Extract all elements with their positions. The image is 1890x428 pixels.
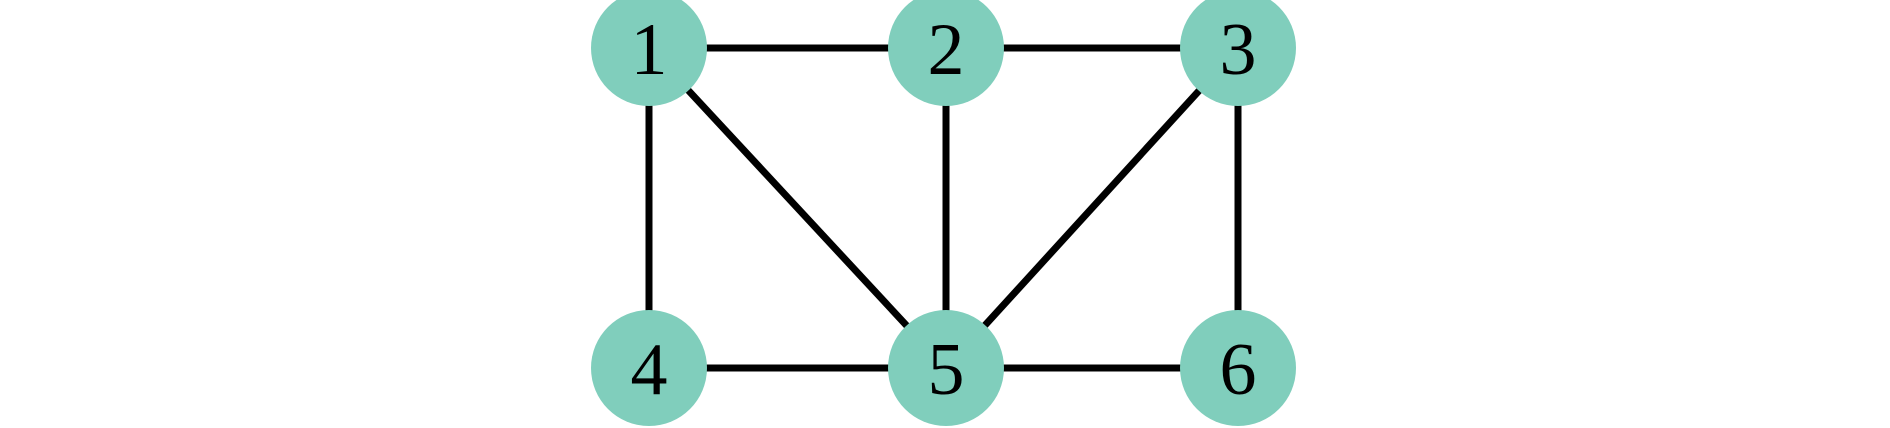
node-layer: 1 2 3 4 5 6: [591, 0, 1296, 426]
graph-node-label-2: 2: [928, 9, 965, 91]
graph-node-circle-6[interactable]: [1180, 310, 1296, 426]
graph-node-circle-4[interactable]: [591, 310, 707, 426]
graph-node-4[interactable]: 4: [591, 310, 707, 426]
graph-node-circle-5[interactable]: [888, 310, 1004, 426]
graph-node-1[interactable]: 1: [591, 0, 707, 106]
graph-edge-3-5: [943, 45, 1241, 371]
graph-edge-1-5: [646, 45, 949, 371]
graph-node-circle-2[interactable]: [888, 0, 1004, 106]
graph-node-5[interactable]: 5: [888, 310, 1004, 426]
graph-node-label-1: 1: [631, 9, 668, 91]
graph-node-3[interactable]: 3: [1180, 0, 1296, 106]
graph-node-label-5: 5: [928, 329, 965, 411]
graph-node-6[interactable]: 6: [1180, 310, 1296, 426]
graph-node-circle-1[interactable]: [591, 0, 707, 106]
graph-node-label-3: 3: [1220, 9, 1257, 91]
graph-node-2[interactable]: 2: [888, 0, 1004, 106]
graph-node-label-4: 4: [631, 329, 668, 411]
graph-node-label-6: 6: [1220, 329, 1257, 411]
graph-node-circle-3[interactable]: [1180, 0, 1296, 106]
